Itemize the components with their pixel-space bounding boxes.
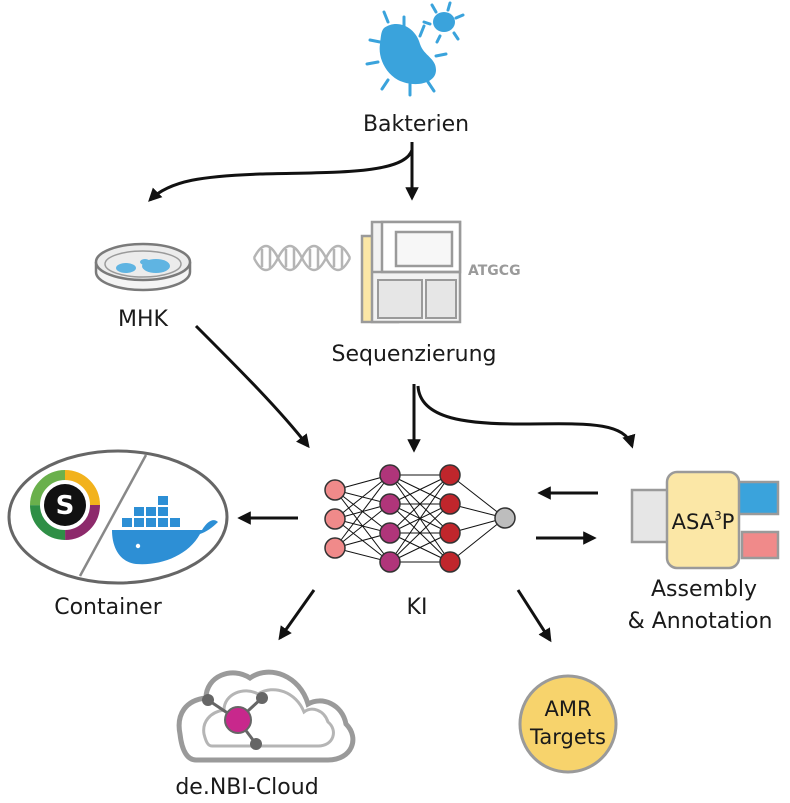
sequencer-icon [360, 220, 462, 324]
container-label: Container [54, 595, 162, 620]
sequencing-label: Sequenzierung [332, 342, 497, 367]
nn-node-layer-0 [324, 537, 346, 559]
arrow-mhk-to-ki [194, 324, 310, 449]
petri-dish-icon [94, 242, 192, 292]
nn-node-layer-3 [494, 507, 516, 529]
asap-label-line1: Assembly [651, 577, 757, 602]
nn-node-layer-2 [439, 551, 461, 573]
nn-edge [449, 474, 506, 519]
arrow-bacteria-to-mhk [148, 149, 414, 202]
arrow-ki-to-cloud [278, 589, 316, 641]
amr-line2: Targets [529, 725, 606, 749]
docker-icon [112, 496, 218, 565]
amr-targets-badge: AMR Targets [518, 674, 618, 774]
nn-edge [334, 503, 391, 549]
svg-text:ASA3P: ASA3P [672, 509, 735, 534]
nn-edge [389, 474, 451, 563]
ki-label: KI [407, 595, 428, 620]
nn-node-layer-1 [379, 522, 401, 544]
nn-edge [389, 532, 451, 563]
nn-edge [389, 474, 451, 534]
nn-node-layer-1 [379, 464, 401, 486]
singularity-icon: S [30, 470, 100, 540]
dna-sequence-text: ATGCG [468, 263, 521, 279]
nn-edge [449, 517, 506, 563]
cloud-icon [176, 669, 356, 763]
nn-edge [389, 474, 451, 505]
nn-edge [334, 474, 391, 520]
mhk-label: MHK [118, 307, 169, 332]
nn-node-layer-2 [439, 493, 461, 515]
nn-node-layer-2 [439, 464, 461, 486]
asap-tool-icon: ASA3P [630, 470, 780, 570]
bacteria-label: Bakterien [363, 112, 469, 137]
nn-node-layer-2 [439, 522, 461, 544]
nn-edge [334, 474, 391, 549]
arrow-sequencing-to-asap [416, 385, 636, 449]
nn-node-layer-1 [379, 493, 401, 515]
nn-edge [389, 503, 451, 563]
neural-network-icon [324, 464, 516, 573]
nn-node-layer-0 [324, 508, 346, 530]
dna-helix-icon [252, 244, 352, 272]
nn-node-layer-0 [324, 479, 346, 501]
arrow-ki-to-amr [516, 589, 552, 643]
asap-label-line2: & Annotation [628, 609, 773, 634]
amr-line1: AMR [544, 697, 591, 721]
svg-text:S: S [56, 491, 75, 521]
nn-node-layer-1 [379, 551, 401, 573]
bacteria-icon [365, 1, 465, 97]
container-icon: S [7, 449, 229, 585]
cloud-label: de.NBI-Cloud [175, 775, 318, 800]
